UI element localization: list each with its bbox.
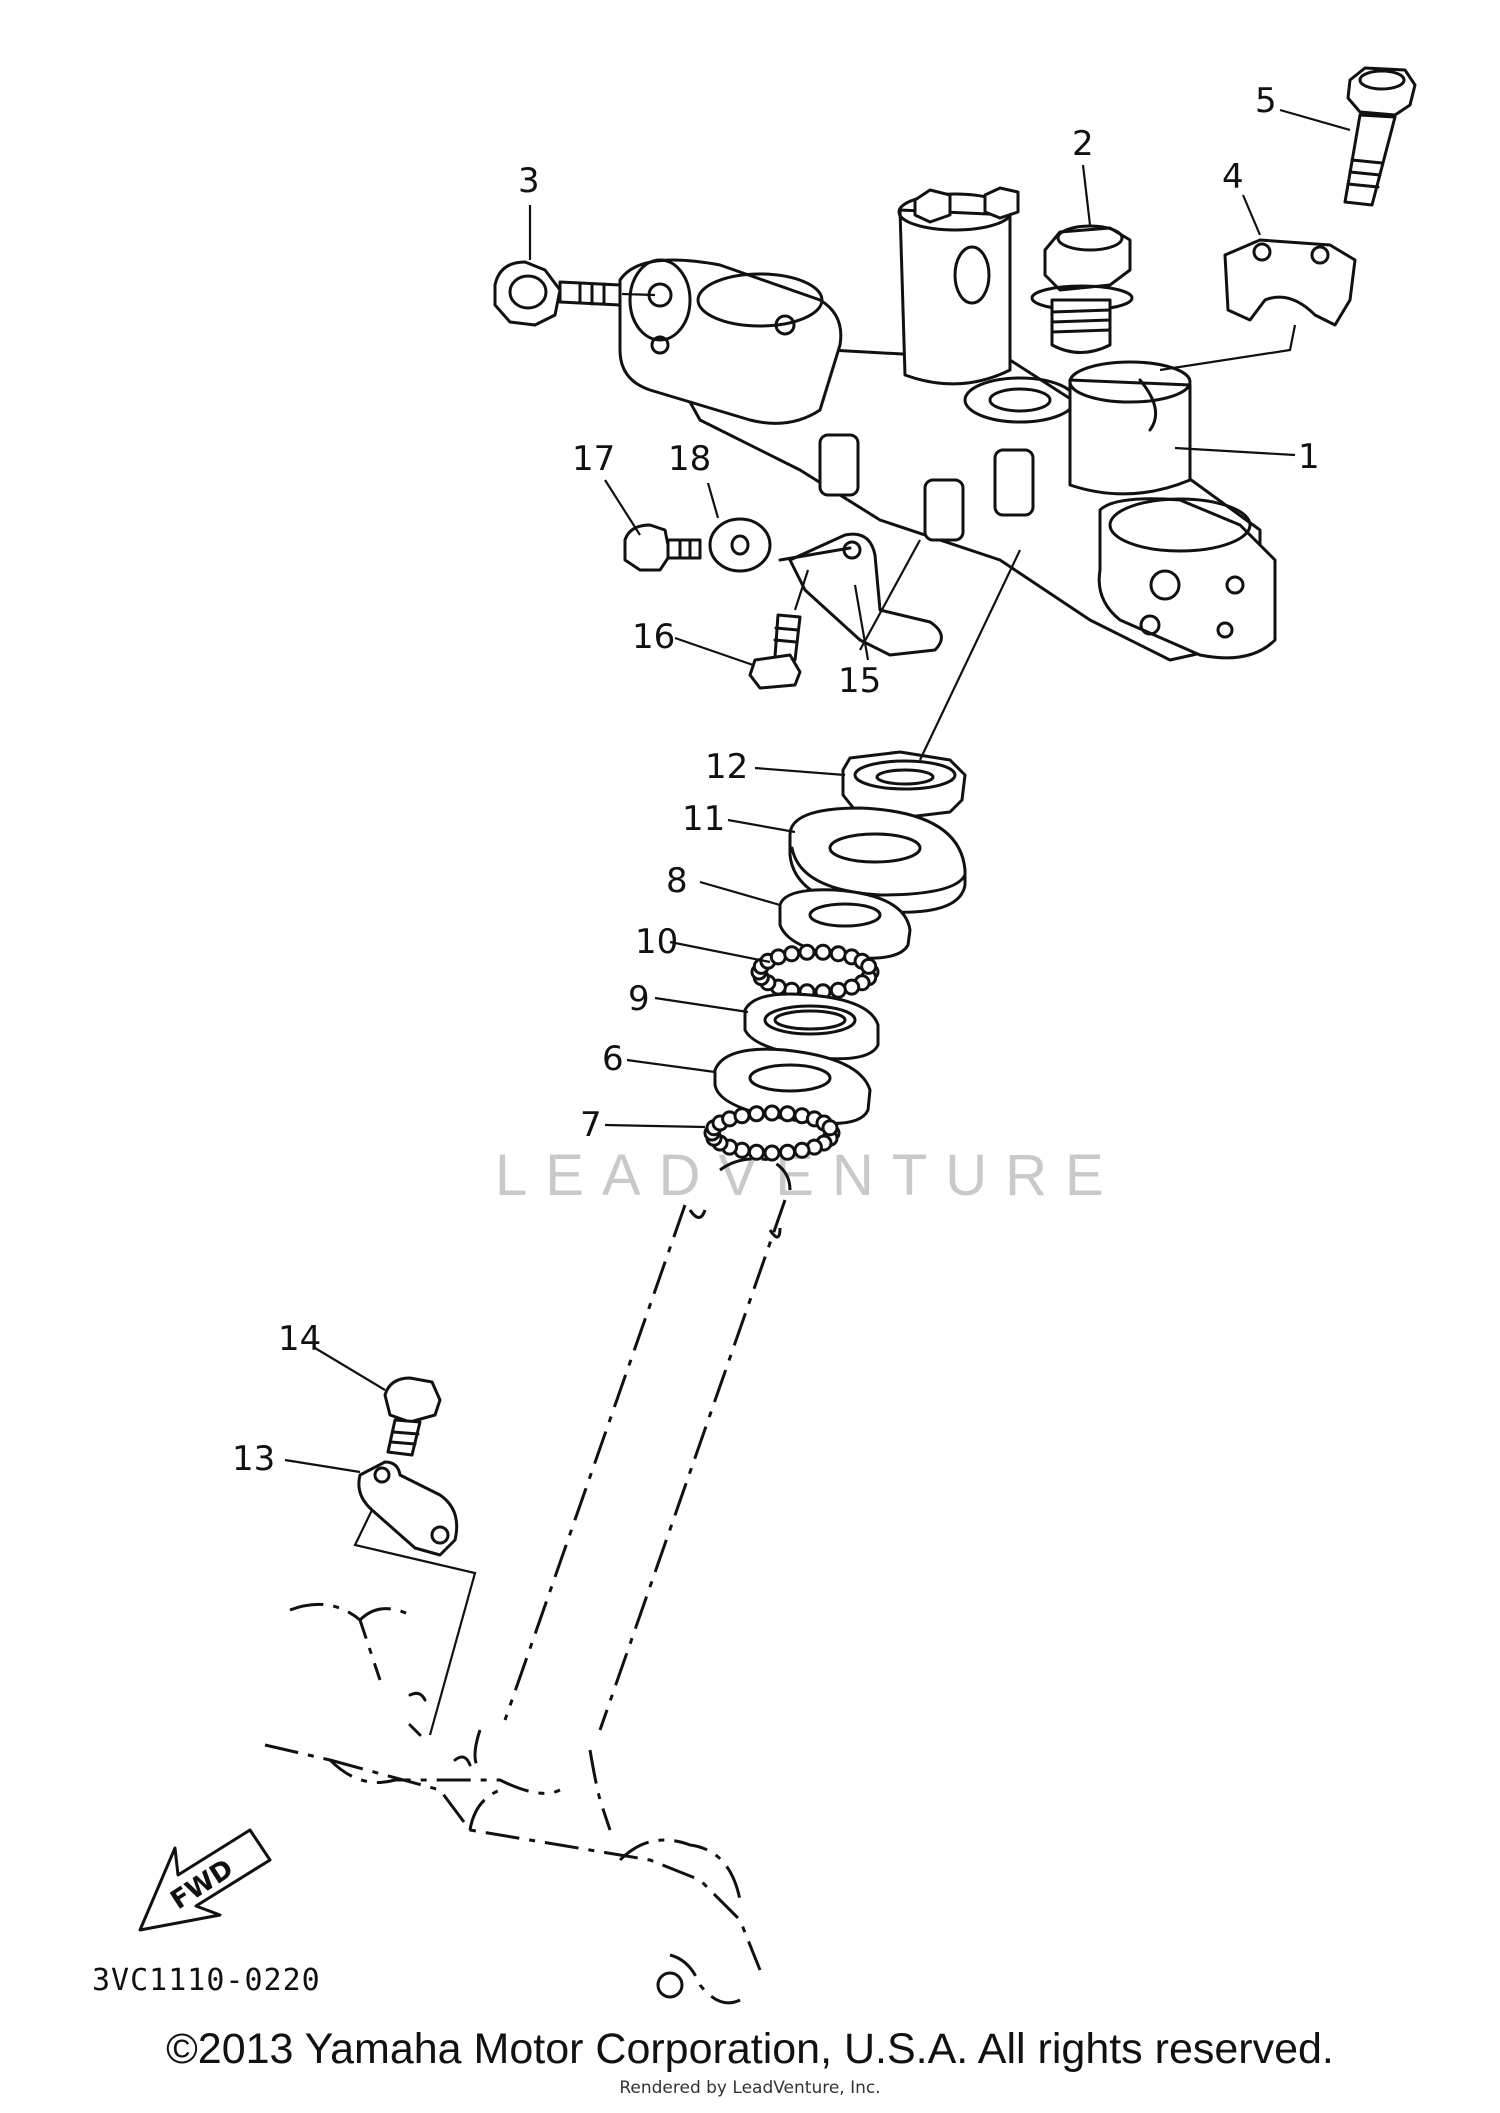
callout-16: 16 <box>632 617 675 657</box>
diagram-code: 3VC1110-0220 <box>92 1963 321 1998</box>
callout-leaders <box>284 108 1351 1474</box>
callout-11: 11 <box>682 799 725 839</box>
part-5-holder-bolt <box>1343 66 1417 207</box>
part-14-bolt <box>383 1376 442 1457</box>
bearing-ball <box>779 1143 796 1161</box>
part-4-handlebar-holder <box>1159 238 1357 372</box>
callout-7: 7 <box>580 1105 602 1145</box>
rendered-by-text: Rendered by LeadVenture, Inc. <box>619 2078 881 2098</box>
bearing-ball <box>821 1119 839 1137</box>
callout-labels: 1 2 3 4 5 6 7 8 9 10 11 12 13 14 15 16 1… <box>232 81 1320 1479</box>
part-3-flange-bolt <box>493 260 656 327</box>
part-17-bolt <box>623 523 702 572</box>
part-9-bearing-race-seal <box>743 992 880 1061</box>
steering-stem-phantom <box>264 1157 792 2005</box>
callout-8: 8 <box>666 861 688 901</box>
bearing-ball <box>733 1107 751 1125</box>
callout-10: 10 <box>635 922 678 962</box>
callout-9: 9 <box>628 979 650 1019</box>
callout-18: 18 <box>668 439 711 479</box>
callout-15: 15 <box>838 661 881 701</box>
bearing-ball <box>843 978 861 996</box>
part-12-ring-nut <box>841 750 967 820</box>
bearing-ball <box>793 1141 811 1159</box>
callout-3: 3 <box>518 161 540 201</box>
callout-2: 2 <box>1072 124 1094 164</box>
part-2-steering-stem-bolt <box>1030 224 1134 354</box>
part-16-screw <box>748 569 810 690</box>
part-13-bracket <box>353 1460 477 1736</box>
bearing-ball <box>860 957 878 975</box>
bearing-ball <box>769 948 787 966</box>
bearing-ball <box>763 1144 781 1162</box>
bearing-ball <box>763 1104 781 1122</box>
bearing-ball <box>779 1105 796 1123</box>
copyright-text: ©2013 Yamaha Motor Corporation, U.S.A. A… <box>166 2025 1334 2073</box>
bearing-ball <box>798 943 816 961</box>
part-1-upper-bracket <box>618 186 1277 662</box>
part-8-bearing-race <box>778 888 912 960</box>
callout-5: 5 <box>1255 81 1277 121</box>
callout-12: 12 <box>705 747 748 787</box>
fwd-arrow: FWD <box>138 1828 272 1932</box>
bearing-ball <box>814 943 832 961</box>
part-15-cable-guide <box>778 532 943 657</box>
part-7-bearing-balls <box>703 1104 841 1162</box>
callout-6: 6 <box>602 1039 624 1079</box>
part-10-bearing-balls <box>750 943 880 1001</box>
callout-14: 14 <box>278 1319 321 1359</box>
callout-4: 4 <box>1222 157 1244 197</box>
bearing-ball <box>829 945 847 963</box>
bearing-ball <box>748 1105 765 1123</box>
callout-1: 1 <box>1298 437 1320 477</box>
bearing-ball <box>829 981 847 999</box>
bearing-ball <box>783 945 801 963</box>
callout-13: 13 <box>232 1439 275 1479</box>
callout-17: 17 <box>572 439 615 479</box>
part-18-washer <box>708 517 772 573</box>
bearing-ball <box>748 1143 765 1161</box>
